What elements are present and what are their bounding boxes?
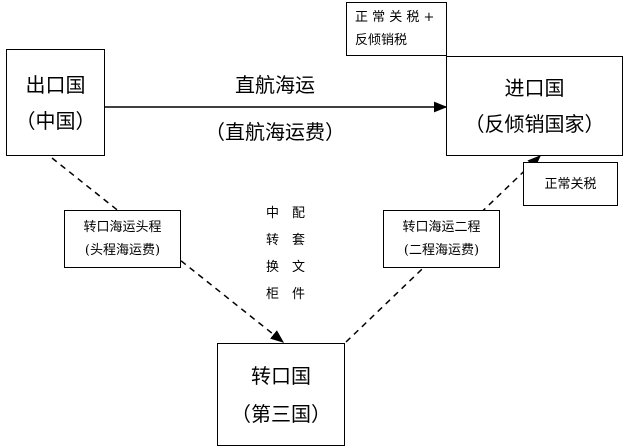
tax-top-line1: 正 常 关 税 + (355, 10, 435, 25)
importer-name: 进口国 (504, 76, 565, 100)
leg2-line1: 转口海运二程 (402, 220, 481, 235)
transit-name: 转口国 (251, 363, 311, 388)
middle-char: 换 (266, 260, 280, 275)
direct-route-title: 直航海运 (235, 73, 315, 97)
middle-char: 配 (292, 206, 306, 221)
leg1-box: 转口海运头程 (头程海运费) (64, 210, 181, 268)
transit-box: 转口国 （第三国） (217, 343, 345, 446)
leg1-line2: (头程海运费) (84, 243, 161, 258)
exporter-name: 出口国 (25, 72, 86, 97)
exporter-box: 出口国 （中国） (6, 49, 105, 156)
tax-side-label: 正常关税 (544, 176, 597, 192)
direct-route-sub: （直航海运费） (205, 120, 345, 144)
tax-side-box: 正常关税 (523, 162, 618, 206)
middle-char: 转 (266, 233, 280, 248)
tax-top-line2: 反倾销税 (355, 33, 408, 48)
middle-text-col1: 中 转 换 柜 (266, 200, 279, 308)
leg2-box: 转口海运二程 (二程海运费) (383, 210, 500, 268)
transit-sub: （第三国） (231, 401, 331, 426)
middle-char: 件 (292, 287, 306, 302)
leg2-line2: (二程海运费) (403, 243, 480, 258)
middle-char: 套 (292, 233, 306, 248)
leg1-line1: 转口海运头程 (83, 220, 162, 235)
middle-char: 文 (292, 260, 306, 275)
exporter-sub: （中国） (15, 108, 96, 133)
importer-box: 进口国 （反倾销国家） (446, 56, 623, 156)
middle-char: 柜 (266, 287, 280, 302)
middle-text-col2: 配 套 文 件 (292, 200, 305, 308)
tax-top-box: 正 常 关 税 + 反倾销税 (346, 2, 447, 56)
importer-sub: （反倾销国家） (464, 112, 605, 136)
middle-char: 中 (266, 206, 280, 221)
